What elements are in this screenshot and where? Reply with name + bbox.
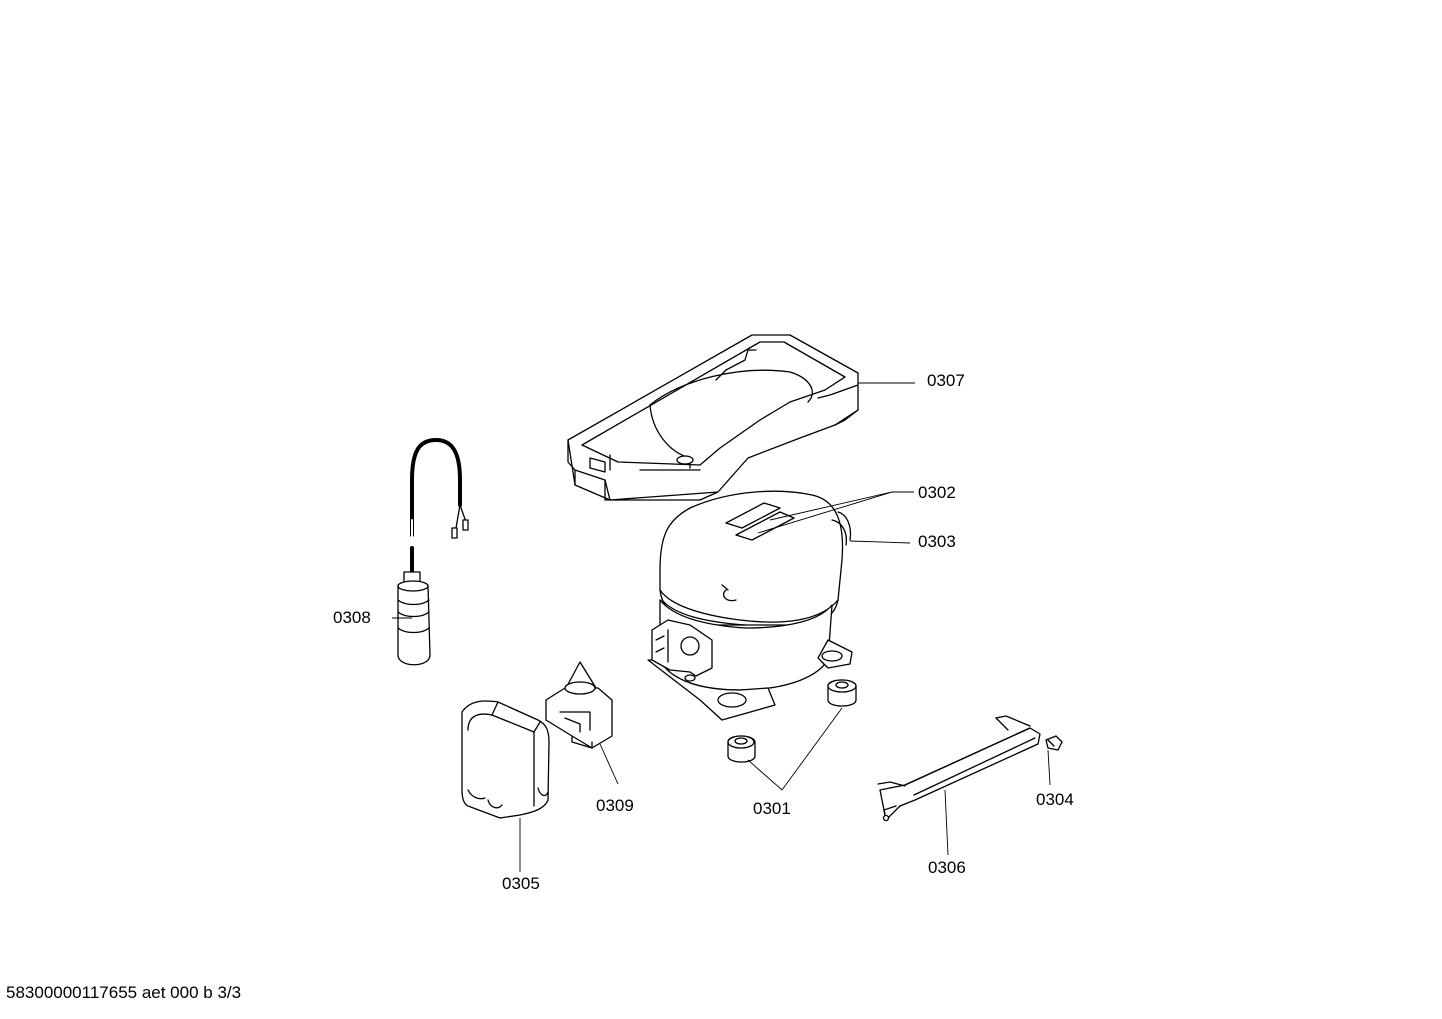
callout-0302: 0302 [918,483,956,502]
callout-0305: 0305 [502,874,540,893]
callout-0306: 0306 [928,858,966,877]
callout-0307: 0307 [927,371,965,390]
callout-0303: 0303 [918,532,956,551]
part-0309-relay[interactable] [545,661,613,749]
callout-0304: 0304 [1036,790,1074,809]
callout-0308: 0308 [333,608,371,627]
part-0302-compressor[interactable] [647,490,853,721]
part-0307-drip-tray[interactable] [567,334,859,501]
part-0308-capacitor[interactable] [397,438,469,666]
document-reference-footer: 58300000117655 aet 000 b 3/3 [6,983,242,1002]
callout-0301: 0301 [753,799,791,818]
callout-0309: 0309 [596,796,634,815]
part-0304-clip[interactable] [1045,735,1063,751]
part-0305-cover[interactable] [461,700,550,819]
part-0306-bracket[interactable] [877,715,1041,822]
part-0301-rubber-feet[interactable] [727,679,857,763]
leader-lines [392,382,1051,872]
